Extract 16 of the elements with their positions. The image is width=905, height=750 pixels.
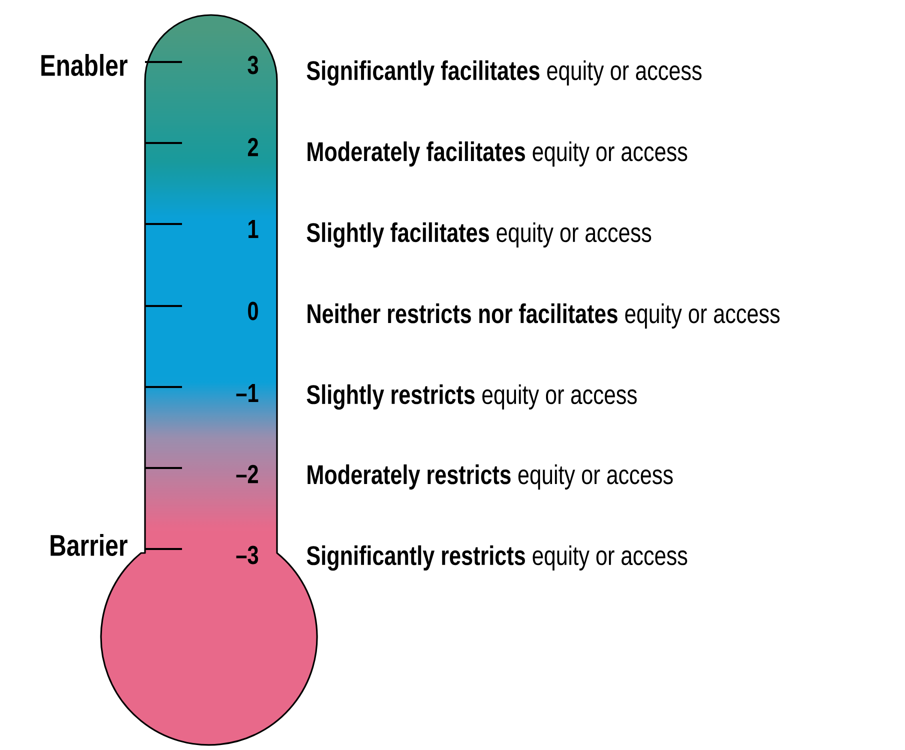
- description-text: Slightly facilitates equity or access: [306, 222, 652, 248]
- side-label: Barrier: [50, 534, 128, 556]
- description-text: Neither restricts nor facilitates equity or access: [308, 303, 780, 329]
- scale-number: 2: [248, 138, 258, 156]
- scale-number: 3: [248, 56, 258, 74]
- scale-number: 0: [248, 302, 258, 320]
- description-text: Moderately restricts equity or access: [308, 464, 673, 490]
- scale-number: 1: [248, 220, 258, 238]
- description-text: Slightly restricts equity or access: [306, 384, 637, 410]
- scale-number: –1: [236, 384, 258, 402]
- scale-number: –3: [236, 546, 258, 564]
- side-label: Enabler: [41, 54, 128, 76]
- description-text: Significantly restricts equity or access: [306, 545, 688, 571]
- scale-number: –2: [236, 464, 258, 484]
- description-text: Significantly facilitates equity or access: [306, 60, 702, 86]
- description-text: Moderately facilitates equity or access: [308, 141, 688, 167]
